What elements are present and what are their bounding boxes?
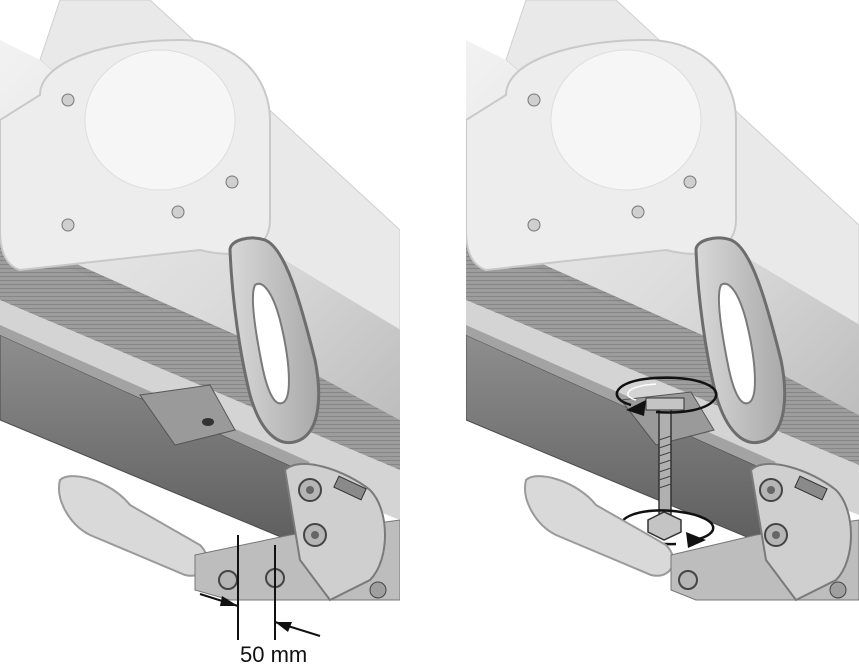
bolt-thread (658, 435, 672, 489)
left-illustration-svg (0, 0, 400, 640)
screw-icon (631, 205, 645, 219)
vertical-bolt (658, 407, 672, 524)
end-cap-dome (550, 49, 702, 191)
bolt-icon (303, 523, 327, 547)
bottom-nut (647, 511, 682, 541)
top-nut (645, 397, 685, 411)
bolt-icon (218, 570, 238, 590)
screw-icon (61, 218, 75, 232)
arrowhead-icon (686, 532, 706, 548)
screw-icon (527, 218, 541, 232)
measurement-label: 50 mm (240, 642, 308, 667)
left-illustration (0, 0, 400, 640)
right-illustration-svg (466, 0, 859, 602)
bolt-icon (678, 570, 698, 590)
right-illustration (466, 0, 859, 640)
screw-icon (683, 175, 697, 189)
screw-icon (527, 93, 541, 107)
screw-icon (171, 205, 185, 219)
arrowhead-icon (220, 596, 238, 606)
threaded-rod (794, 475, 828, 501)
crank-eye-hole (717, 282, 756, 405)
crank-eye-hole (251, 282, 290, 405)
arrowhead-icon (275, 622, 292, 632)
bolt-icon (298, 478, 322, 502)
mounting-plate (139, 384, 236, 446)
end-cap-dome (84, 49, 236, 191)
rotation-arrow-top-icon (615, 376, 718, 414)
screw-icon (225, 175, 239, 189)
threaded-rod (333, 475, 367, 501)
arrowhead-icon (626, 400, 646, 416)
screw-icon (61, 93, 75, 107)
bolt-icon (764, 523, 788, 547)
bolt-icon (759, 478, 783, 502)
